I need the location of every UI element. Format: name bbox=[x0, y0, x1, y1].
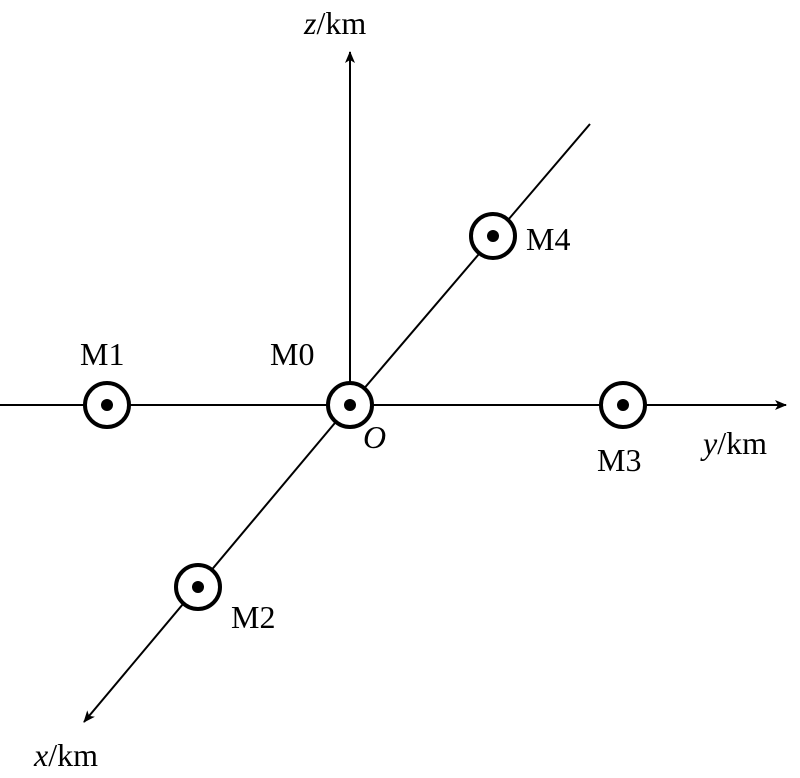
z-axis-label: z/km bbox=[303, 5, 366, 41]
station-label-m0: M0 bbox=[270, 336, 314, 372]
station-m2 bbox=[174, 563, 222, 611]
station-m1 bbox=[83, 381, 131, 429]
x-axis bbox=[83, 404, 351, 723]
station-label-m4: M4 bbox=[526, 221, 570, 257]
station-dot bbox=[101, 399, 113, 411]
x-axis-extension bbox=[349, 123, 591, 406]
station-label-m1: M1 bbox=[80, 336, 124, 372]
station-label-m2: M2 bbox=[231, 599, 275, 635]
station-m0 bbox=[326, 381, 374, 429]
station-m3 bbox=[599, 381, 647, 429]
station-label-m3: M3 bbox=[597, 442, 641, 478]
origin-label: O bbox=[363, 419, 386, 455]
x-axis-label: x/km bbox=[33, 737, 98, 773]
y-axis-label: y/km bbox=[700, 425, 767, 461]
station-dot bbox=[192, 581, 204, 593]
station-m4 bbox=[469, 212, 517, 260]
station-dot bbox=[487, 230, 499, 242]
station-dot bbox=[617, 399, 629, 411]
station-dot bbox=[344, 399, 356, 411]
